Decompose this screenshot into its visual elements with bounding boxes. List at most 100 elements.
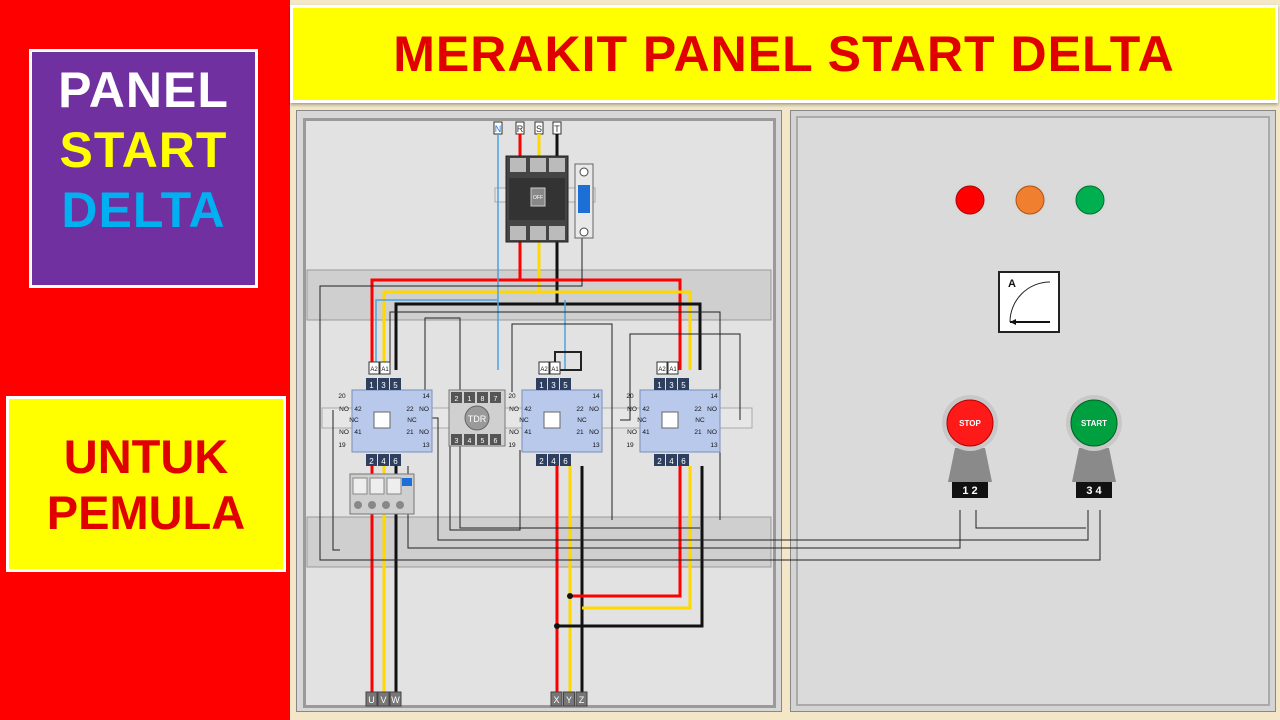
aux-contact-label: 22: [576, 406, 584, 413]
aux-contact-label: 21: [694, 429, 702, 436]
aux-contact-label: NO: [627, 429, 637, 436]
pilot-lamps: [953, 183, 1107, 217]
aux-contact-label: 14: [710, 393, 718, 400]
tdr-terminal-label: 2: [455, 396, 459, 403]
terminal-t-label: T: [554, 124, 560, 134]
motor-terminal-label: U: [368, 695, 375, 705]
mccb-breaker: OFF: [505, 155, 569, 243]
aux-contact-label: 22: [406, 406, 414, 413]
aux-contact-label: NC: [349, 417, 359, 424]
power-terminal-label: 3: [381, 381, 386, 390]
coil-terminal-label: A2: [370, 367, 378, 373]
aux-contact-label: 21: [576, 429, 584, 436]
tdr-terminal-label: 3: [455, 438, 459, 445]
power-terminal-label: 5: [681, 381, 686, 390]
tdr-terminal-label: 4: [468, 438, 472, 445]
aux-contact-label: NC: [519, 417, 529, 424]
power-terminal-label: 4: [669, 457, 674, 466]
power-terminal-label: 1: [539, 381, 544, 390]
aux-contact-label: 20: [626, 393, 634, 400]
sidebar: PANEL START DELTA UNTUK PEMULA: [0, 0, 290, 720]
aux-contact-label: 20: [338, 393, 346, 400]
aux-contact-label: NC: [695, 417, 705, 424]
ammeter: A: [998, 271, 1060, 333]
coil-terminal-label: A1: [551, 367, 559, 373]
aux-contact-label: 20: [508, 393, 516, 400]
aux-contact-label: NO: [339, 429, 349, 436]
aux-contact-label: NO: [509, 429, 519, 436]
tdr-terminal-label: 8: [481, 396, 485, 403]
start-button[interactable]: START 3 4: [1066, 395, 1122, 498]
aux-contact-label: 22: [694, 406, 702, 413]
power-terminal-label: 6: [681, 457, 686, 466]
motor-terminal-label: X: [553, 695, 559, 705]
aux-contact-label: NO: [589, 429, 599, 436]
tdr-label: TDR: [468, 414, 487, 424]
aux-contact-label: 41: [354, 429, 362, 436]
aux-contact-label: 19: [508, 442, 516, 449]
aux-contact-label: 13: [710, 442, 718, 449]
aux-contact-label: 13: [422, 442, 430, 449]
ammeter-unit: A: [1008, 278, 1016, 290]
power-terminal-label: 2: [539, 457, 544, 466]
start-button-terminals: 3 4: [1086, 485, 1102, 497]
title-line-2: START: [59, 122, 228, 178]
title-line-1: PANEL: [58, 62, 229, 118]
motor-terminal-label: Z: [579, 695, 585, 705]
aux-contact-label: NO: [509, 406, 519, 413]
terminal-s-label: S: [536, 124, 542, 134]
power-terminal-label: 4: [381, 457, 386, 466]
aux-contact-label: NC: [637, 417, 647, 424]
title-line-3: DELTA: [61, 182, 226, 238]
aux-contact-label: NO: [339, 406, 349, 413]
terminal-n-label: N: [495, 124, 502, 134]
aux-contact-label: 42: [642, 406, 650, 413]
motor-terminal-label: Y: [566, 695, 572, 705]
page-title: MERAKIT PANEL START DELTA: [290, 5, 1278, 103]
aux-contact-label: NC: [577, 417, 587, 424]
supply-terminals: N R S T: [493, 121, 562, 135]
terminal-r-label: R: [517, 124, 524, 134]
subtitle-badge: UNTUK PEMULA: [6, 396, 286, 572]
aux-contact-label: 42: [354, 406, 362, 413]
motor-terminal-label: W: [391, 695, 400, 705]
mcb-breaker: [574, 163, 594, 239]
stop-button-terminals: 1 2: [962, 485, 977, 497]
aux-contact-label: NO: [707, 429, 717, 436]
power-terminal-label: 2: [657, 457, 662, 466]
aux-contact-label: 13: [592, 442, 600, 449]
stop-button[interactable]: STOP 1 2: [942, 395, 998, 498]
aux-contact-label: NO: [419, 406, 429, 413]
orange-pilot-lamp: [1015, 185, 1045, 215]
green-pilot-lamp: [1075, 185, 1105, 215]
power-terminal-label: 5: [393, 381, 398, 390]
power-terminal-label: 3: [669, 381, 674, 390]
aux-contact-label: NO: [627, 406, 637, 413]
power-terminal-label: 1: [369, 381, 374, 390]
coil-terminal-label: A2: [540, 367, 548, 373]
aux-contact-label: 19: [626, 442, 634, 449]
power-terminal-label: 3: [551, 381, 556, 390]
aux-contact-label: 41: [524, 429, 532, 436]
aux-contact-label: NO: [419, 429, 429, 436]
power-terminal-label: 6: [393, 457, 398, 466]
coil-terminal-label: A2: [658, 367, 666, 373]
aux-contact-label: NO: [707, 406, 717, 413]
aux-contact-label: 42: [524, 406, 532, 413]
aux-contact-label: 14: [422, 393, 430, 400]
power-terminal-label: 4: [551, 457, 556, 466]
aux-contact-label: 21: [406, 429, 414, 436]
tdr-terminal-label: 1: [468, 396, 472, 403]
tdr-terminal-label: 7: [494, 396, 498, 403]
coil-terminal-label: A1: [669, 367, 677, 373]
subtitle-line-1: UNTUK: [63, 430, 229, 483]
tdr-terminal-label: 6: [494, 438, 498, 445]
subtitle-line-2: PEMULA: [46, 486, 246, 539]
